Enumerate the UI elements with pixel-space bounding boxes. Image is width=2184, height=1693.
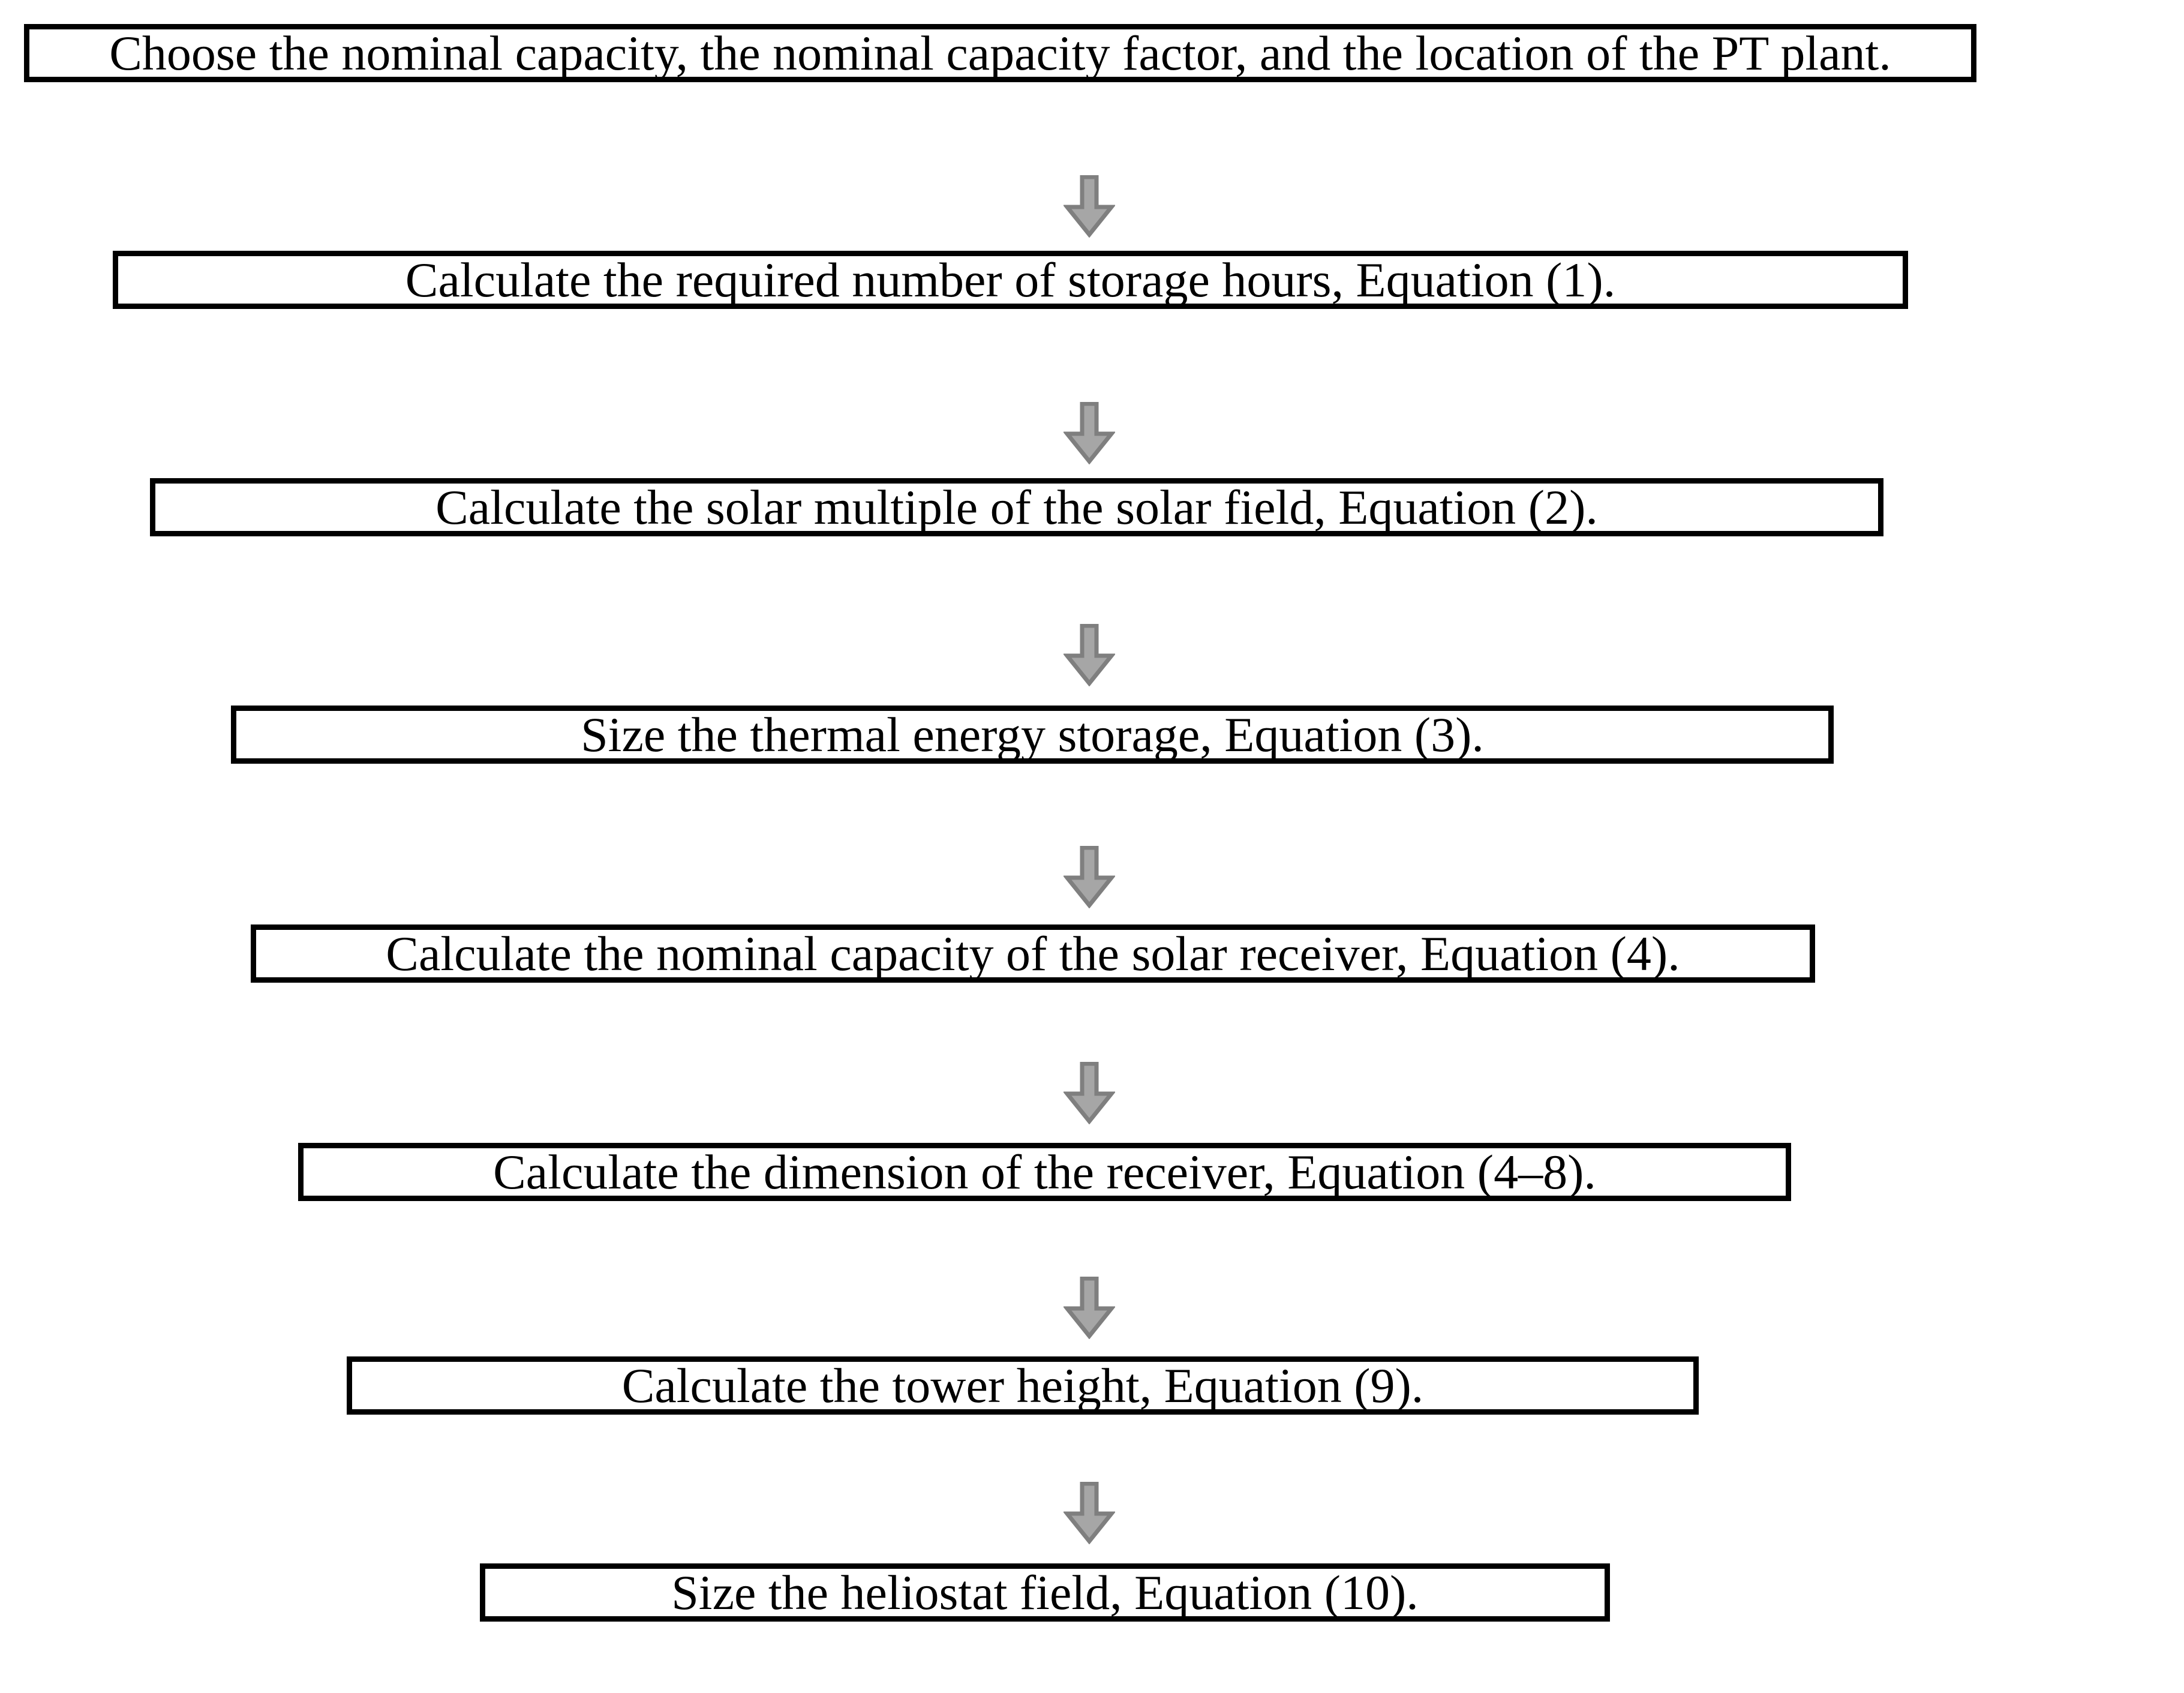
down-arrow-icon-5 (1064, 1062, 1115, 1124)
flow-step-8-label: Size the heliostat field, Equation (10). (671, 1565, 1419, 1620)
flow-step-4-label: Size the thermal energy storage, Equatio… (581, 707, 1484, 762)
down-arrow-icon-7 (1064, 1482, 1115, 1544)
flow-step-3: Calculate the solar multiple of the sola… (150, 478, 1883, 536)
flow-step-2-label: Calculate the required number of storage… (405, 252, 1616, 307)
flow-step-5: Calculate the nominal capacity of the so… (251, 924, 1815, 983)
flow-step-7-label: Calculate the tower height, Equation (9)… (621, 1358, 1424, 1413)
flow-step-7: Calculate the tower height, Equation (9)… (347, 1356, 1699, 1415)
down-arrow-icon-2 (1064, 402, 1115, 464)
flow-step-6-label: Calculate the dimension of the receiver,… (493, 1144, 1596, 1199)
down-arrow-icon-3 (1064, 624, 1115, 686)
flow-step-4: Size the thermal energy storage, Equatio… (231, 706, 1834, 764)
flow-step-8: Size the heliostat field, Equation (10). (480, 1563, 1610, 1622)
down-arrow-icon-4 (1064, 846, 1115, 908)
flow-step-1: Choose the nominal capacity, the nominal… (24, 24, 1976, 82)
flow-step-2: Calculate the required number of storage… (113, 251, 1908, 309)
flow-step-5-label: Calculate the nominal capacity of the so… (386, 926, 1680, 981)
flow-step-6: Calculate the dimension of the receiver,… (298, 1143, 1791, 1201)
down-arrow-icon-1 (1064, 175, 1115, 238)
down-arrow-icon-6 (1064, 1277, 1115, 1339)
flow-step-3-label: Calculate the solar multiple of the sola… (435, 479, 1598, 535)
flow-step-1-label: Choose the nominal capacity, the nominal… (109, 25, 1891, 80)
